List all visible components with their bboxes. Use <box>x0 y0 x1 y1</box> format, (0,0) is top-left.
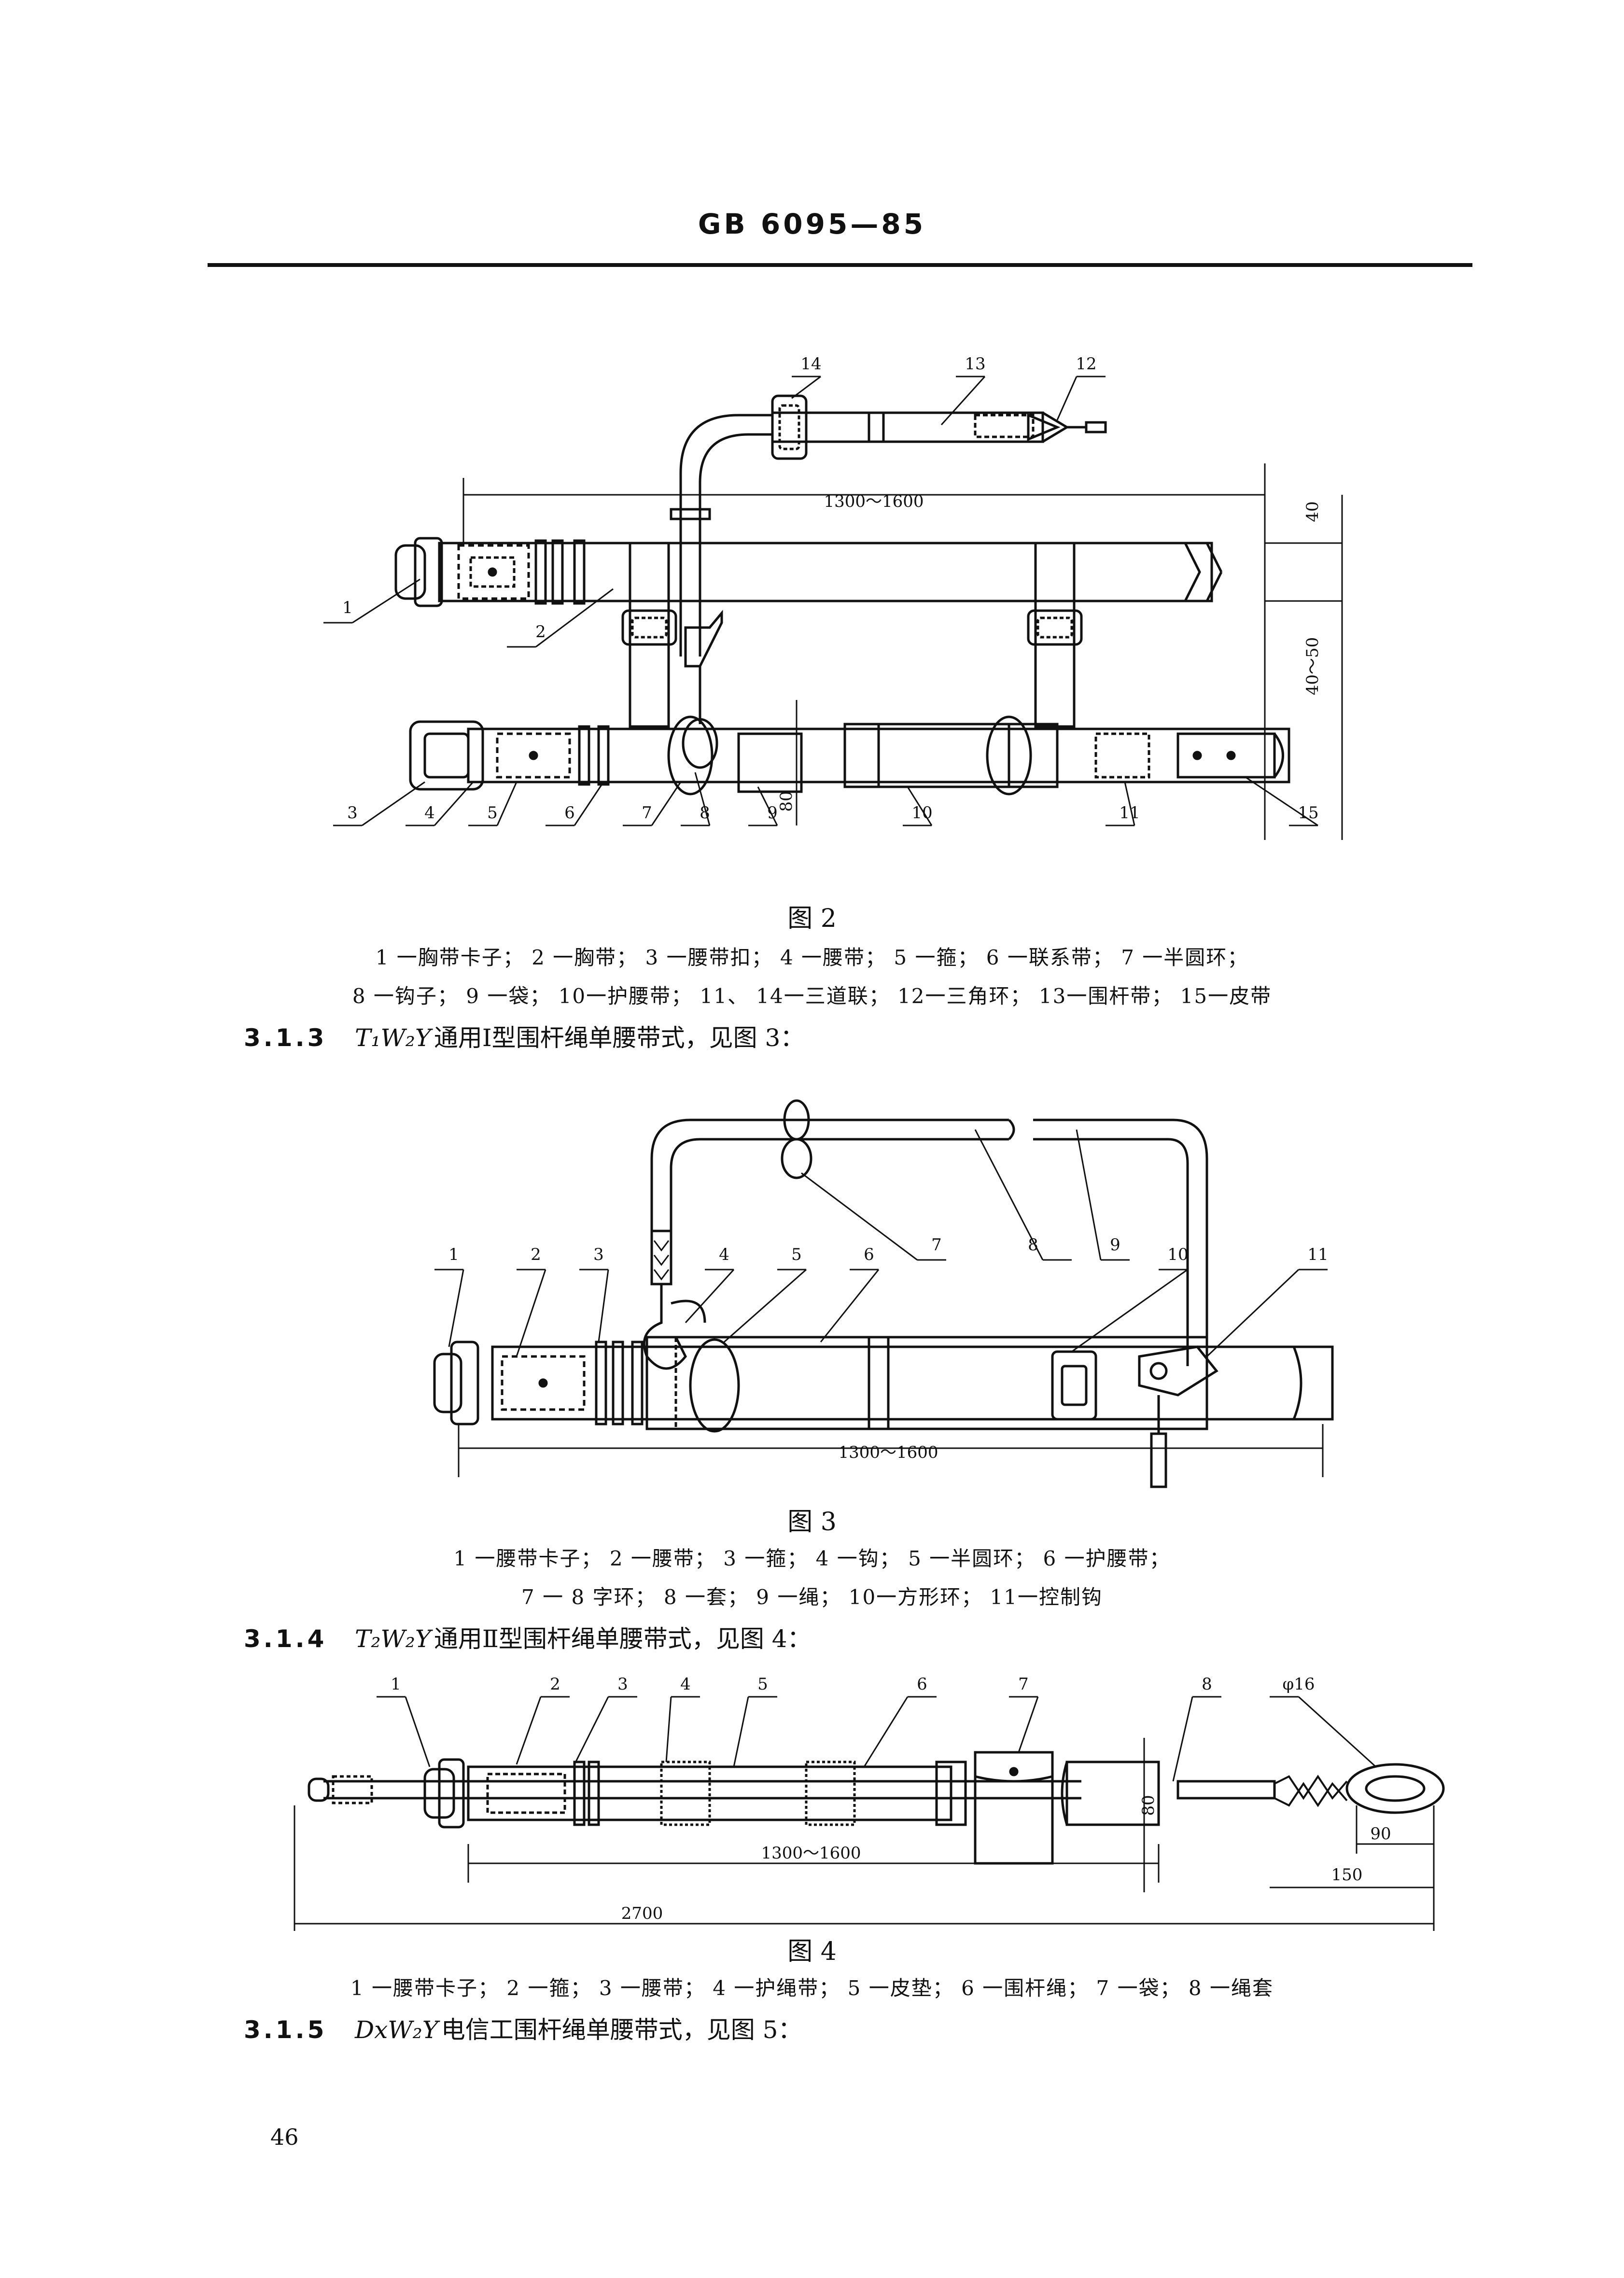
fig3-callout-10: 10 <box>1167 1245 1188 1264</box>
fig2-callout-11: 11 <box>1119 803 1140 823</box>
fig2-callout-15: 15 <box>1298 803 1318 823</box>
fig2-callout-4: 4 <box>424 803 435 823</box>
fig4-callout-6: 6 <box>917 1675 927 1694</box>
fig2-dim-top: 40 <box>1303 501 1322 522</box>
figure-4: 80 1300～1600 2700 90 150 1 2 3 4 5 6 7 8… <box>285 1661 1492 1950</box>
fig3-callout-3: 3 <box>593 1245 604 1264</box>
figure-2-legend-line-2: 8 一钩子； 9 一袋； 10一护腰带； 11、 14一三道联； 12一三角环；… <box>352 984 1272 1008</box>
fig4-callout-4: 4 <box>680 1675 691 1694</box>
fig3-callout-8: 8 <box>1028 1235 1038 1255</box>
fig4-dim-height: 80 <box>1139 1795 1158 1816</box>
section-text: 电信工围杆绳单腰带式，见图 5： <box>441 2016 802 2044</box>
fig3-callout-2: 2 <box>531 1245 541 1264</box>
figure-4-caption: 图 4 <box>787 1937 837 1966</box>
fig4-callout-8: 8 <box>1202 1675 1212 1694</box>
fig3-callout-5: 5 <box>791 1245 802 1264</box>
fig2-callout-3: 3 <box>347 803 358 823</box>
fig3-callout-7: 7 <box>931 1235 942 1255</box>
fig2-callout-8: 8 <box>700 803 710 823</box>
fig3-callout-1: 1 <box>448 1245 459 1264</box>
model-code: T₂W₂Y <box>355 1625 431 1653</box>
figure-2-legend-line-1: 1 一胸带卡子； 2 一胸带； 3 一腰带扣； 4 一腰带； 5 一箍； 6 一… <box>375 946 1249 969</box>
fig4-callout-2: 2 <box>550 1675 560 1694</box>
fig3-callout-9: 9 <box>1110 1235 1120 1255</box>
fig2-callout-12: 12 <box>1076 354 1096 374</box>
page-number: 46 <box>270 2124 299 2150</box>
fig3-callout-4: 4 <box>719 1245 729 1264</box>
fig4-callout-3: 3 <box>617 1675 628 1694</box>
fig2-callout-13: 13 <box>965 354 985 374</box>
model-code: DxW₂Y <box>355 2016 438 2044</box>
fig3-dim-length: 1300～1600 <box>838 1443 938 1462</box>
figure-2: 1300～1600 40 40～50 80 <box>314 319 1376 850</box>
fig2-callout-9: 9 <box>767 803 778 823</box>
section-text: 通用Ⅱ型围杆绳单腰带式，见图 4： <box>434 1625 812 1653</box>
fig2-callout-7: 7 <box>642 803 652 823</box>
section-number: 3.1.3 <box>244 1024 327 1052</box>
fig2-dim-length: 1300～1600 <box>824 492 924 511</box>
fig2-dim-gap: 40～50 <box>1303 637 1322 696</box>
fig2-callout-5: 5 <box>487 803 498 823</box>
fig4-callout-7: 7 <box>1018 1675 1029 1694</box>
fig2-callout-14: 14 <box>800 354 821 374</box>
section-text: 通用Ⅰ型围杆绳单腰带式，见图 3： <box>434 1024 805 1052</box>
fig2-callout-2: 2 <box>535 622 546 642</box>
figure-3-legend-line-1: 1 一腰带卡子； 2 一腰带； 3 一箍； 4 一钩； 5 一半圆环； 6 一护… <box>453 1547 1171 1570</box>
figure-3-legend-line-2: 7 一 8 字环； 8 一套； 9 一绳； 10一方形环； 11一控制钩 <box>521 1585 1103 1609</box>
section-number: 3.1.5 <box>244 2016 327 2044</box>
model-code: T₁W₂Y <box>355 1024 431 1052</box>
document-header: GB 6095—85 <box>698 208 926 240</box>
figure-3-caption: 图 3 <box>787 1508 837 1537</box>
fig4-callout-1: 1 <box>391 1675 401 1694</box>
fig3-callout-11: 11 <box>1307 1245 1328 1264</box>
section-number: 3.1.4 <box>244 1625 327 1653</box>
fig2-callout-6: 6 <box>564 803 575 823</box>
fig2-dim-height: 80 <box>777 791 796 811</box>
header-rule <box>208 263 1472 267</box>
fig3-callout-6: 6 <box>864 1245 874 1264</box>
figure-3: 1300～1600 1 2 3 4 5 6 7 8 9 10 11 <box>406 1096 1361 1496</box>
fig4-callout-5: 5 <box>757 1675 768 1694</box>
fig4-dim-total: 2700 <box>621 1904 663 1923</box>
fig2-callout-1: 1 <box>342 598 353 617</box>
figure-2-caption: 图 2 <box>787 904 837 933</box>
figure-4-legend-line-1: 1 一腰带卡子； 2 一箍； 3 一腰带； 4 一护绳带； 5 一皮垫； 6 一… <box>350 1976 1274 2000</box>
fig4-dim-phi: φ16 <box>1282 1675 1315 1694</box>
fig4-dim-length: 1300～1600 <box>761 1844 861 1863</box>
fig4-dim-150: 150 <box>1331 1865 1363 1885</box>
fig2-callout-10: 10 <box>911 803 932 823</box>
fig4-dim-90: 90 <box>1370 1824 1391 1844</box>
